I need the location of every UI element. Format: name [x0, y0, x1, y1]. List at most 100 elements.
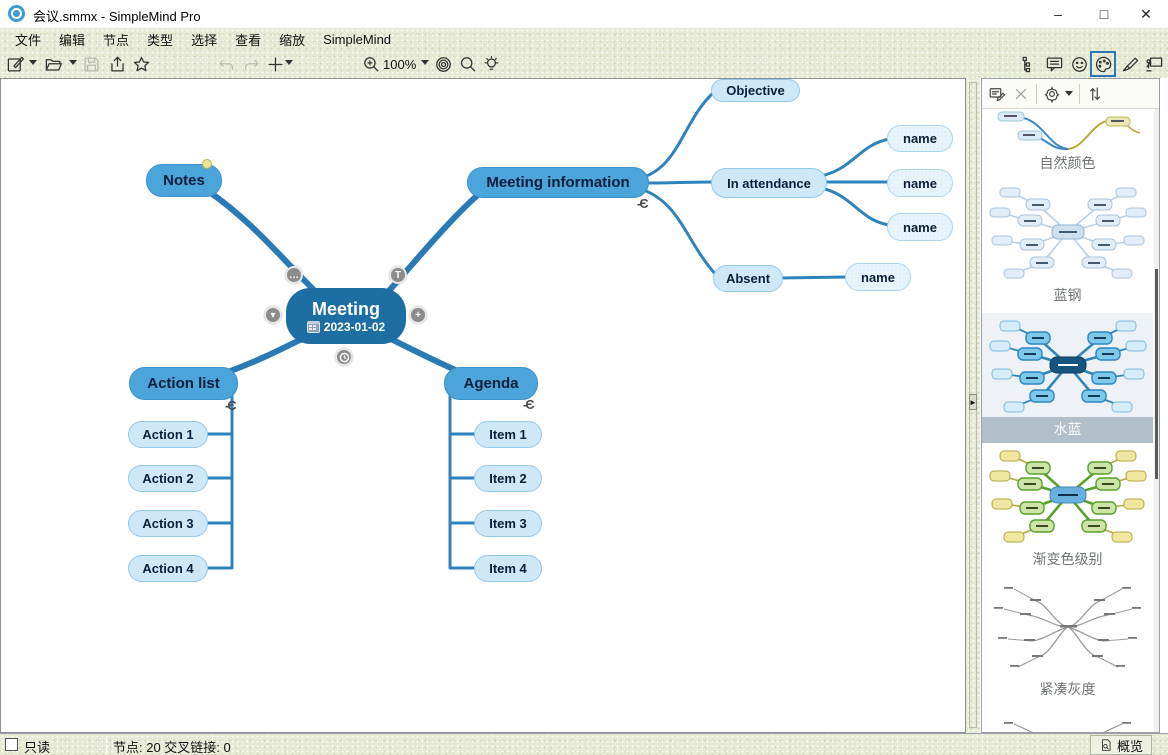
readonly-checkbox[interactable]: [5, 738, 18, 751]
zoom-dropdown[interactable]: [421, 60, 429, 65]
fold-icon-agenda[interactable]: -Є: [523, 397, 534, 412]
menu-select[interactable]: 选择: [191, 32, 218, 48]
node-name-4[interactable]: name: [845, 263, 911, 291]
save-button[interactable]: [80, 53, 102, 75]
node-meeting-center[interactable]: Meeting 2023-01-02: [286, 288, 406, 344]
node-add-button[interactable]: +: [409, 306, 427, 324]
share-button[interactable]: [106, 53, 128, 75]
node-action-1[interactable]: Action 1: [128, 421, 208, 448]
node-item-1[interactable]: Item 1: [474, 421, 542, 448]
node-action-2[interactable]: Action 2: [128, 465, 208, 492]
header-separator: [1036, 83, 1037, 104]
new-document-dropdown[interactable]: [29, 60, 37, 65]
style-card-aqua-blue[interactable]: 水蓝: [982, 313, 1153, 443]
add-node-button[interactable]: [264, 53, 286, 75]
panel-scrollbar[interactable]: [1154, 109, 1159, 732]
close-button[interactable]: ✕: [1140, 5, 1152, 22]
fold-icon-action-list[interactable]: -Є: [225, 398, 236, 413]
node-options-button[interactable]: …: [285, 266, 303, 284]
zoom-in-icon[interactable]: [360, 53, 382, 75]
node-objective[interactable]: Objective: [711, 79, 800, 102]
note-indicator-dot: [202, 159, 212, 169]
center-map-icon[interactable]: [432, 53, 454, 75]
header-separator: [1079, 83, 1080, 104]
panel-scrollbar-thumb[interactable]: [1155, 269, 1158, 479]
style-preview-partial: [1003, 722, 1131, 732]
center-node-title: Meeting: [311, 298, 380, 319]
style-name: 自然颜色: [1039, 155, 1096, 171]
node-item-3[interactable]: Item 3: [474, 510, 542, 537]
node-name-3[interactable]: name: [887, 213, 953, 241]
node-meeting-information[interactable]: Meeting information: [467, 167, 649, 198]
presentation-icon[interactable]: [1143, 53, 1165, 75]
notes-comment-icon[interactable]: [1043, 53, 1065, 75]
node-notes[interactable]: Notes: [146, 164, 222, 197]
overview-button[interactable]: 概览: [1090, 735, 1153, 755]
center-node-date: 2023-01-02: [323, 319, 386, 334]
node-item-4[interactable]: Item 4: [474, 555, 542, 582]
close-panel-icon[interactable]: [1012, 85, 1030, 103]
simplemind-logo-icon: [8, 5, 25, 22]
menu-type[interactable]: 类型: [147, 32, 174, 48]
menu-edit[interactable]: 编辑: [59, 32, 86, 48]
node-action-3[interactable]: Action 3: [128, 510, 208, 537]
maximize-button[interactable]: □: [1099, 6, 1109, 22]
style-preview-blue-steel: [989, 187, 1146, 279]
emoji-smiley-icon[interactable]: [1068, 53, 1090, 75]
paintbrush-icon[interactable]: [1119, 53, 1141, 75]
menu-view[interactable]: 查看: [235, 32, 262, 48]
overview-doc-icon: [1102, 739, 1111, 751]
node-absent[interactable]: Absent: [713, 265, 783, 292]
outline-view-icon[interactable]: [1018, 53, 1040, 75]
node-name-2[interactable]: name: [887, 169, 953, 197]
open-button[interactable]: [42, 53, 64, 75]
status-bar: 只读 节点: 20 交叉链接: 0 概览: [0, 733, 1168, 755]
node-action-list[interactable]: Action list: [129, 367, 238, 400]
node-item-2[interactable]: Item 2: [474, 465, 542, 492]
panel-splitter[interactable]: ►: [966, 78, 980, 733]
style-card-natural-colors[interactable]: 自然颜色: [982, 109, 1153, 181]
style-preview-aqua-blue: [989, 320, 1146, 413]
node-collapse-button[interactable]: ▾: [264, 306, 282, 324]
gear-dropdown[interactable]: [1065, 91, 1073, 96]
style-card-partial[interactable]: [982, 707, 1153, 732]
style-card-blue-steel[interactable]: 蓝钢: [982, 181, 1153, 313]
autofocus-bulb-icon[interactable]: [480, 53, 502, 75]
style-settings-gear-icon[interactable]: [1043, 85, 1061, 103]
overview-label: 概览: [1117, 738, 1144, 754]
menu-node[interactable]: 节点: [103, 32, 130, 48]
style-name-selected: 水蓝: [982, 417, 1153, 443]
reorder-updown-icon[interactable]: [1086, 85, 1104, 103]
fold-icon-meeting-information[interactable]: -Є: [637, 196, 648, 211]
favorite-star-button[interactable]: [130, 53, 152, 75]
node-text-button[interactable]: T: [389, 266, 407, 284]
edit-style-icon[interactable]: [988, 85, 1006, 103]
statusbar-separator: [106, 736, 107, 754]
redo-button[interactable]: [240, 53, 262, 75]
search-icon[interactable]: [456, 53, 478, 75]
new-document-button[interactable]: [4, 53, 26, 75]
zoom-level-value[interactable]: 100%: [383, 57, 417, 72]
mindmap-canvas[interactable]: Notes Meeting information Objective In a…: [0, 78, 966, 733]
open-dropdown[interactable]: [69, 60, 77, 65]
style-preview-gradient-levels: [989, 450, 1146, 543]
style-name: 紧凑灰度: [1039, 681, 1096, 697]
style-card-gradient-levels[interactable]: 渐变色级别: [982, 443, 1153, 577]
node-action-4[interactable]: Action 4: [128, 555, 208, 582]
menu-file[interactable]: 文件: [15, 32, 42, 48]
style-palette-icon[interactable]: [1090, 51, 1116, 77]
menu-simplemind[interactable]: SimpleMind: [323, 31, 392, 47]
add-node-dropdown[interactable]: [285, 60, 293, 65]
node-agenda[interactable]: Agenda: [444, 367, 538, 400]
style-preview-natural-colors: [997, 111, 1140, 151]
node-name-1[interactable]: name: [887, 125, 953, 152]
node-clock-button[interactable]: [335, 348, 353, 366]
node-in-attendance[interactable]: In attendance: [711, 168, 827, 198]
menu-zoom[interactable]: 缩放: [279, 32, 306, 48]
splitter-collapse-arrow[interactable]: ►: [969, 394, 977, 410]
undo-button[interactable]: [215, 53, 237, 75]
minimize-button[interactable]: –: [1054, 6, 1062, 22]
style-card-compact-gray[interactable]: 紧凑灰度: [982, 577, 1153, 707]
style-list: 自然颜色: [982, 109, 1153, 732]
